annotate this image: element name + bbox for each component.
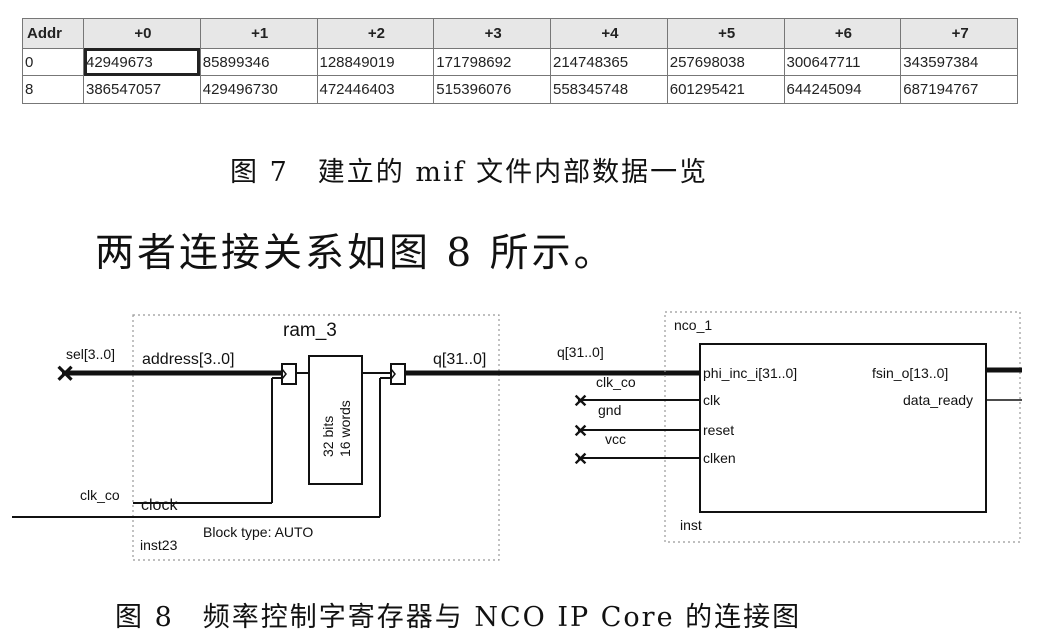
ram-core [308,355,363,485]
q-bus-label: q[31..0] [557,344,604,360]
nco-block-outline [664,311,1021,543]
figure-7-caption: 图 7 建立的 mif 文件内部数据一览 [230,157,709,188]
nco-port-clk: clk [703,392,721,408]
table-cell[interactable]: 343597384 [900,47,1018,77]
clk-co-nco-label: clk_co [596,374,636,390]
table-row: 8 386547057 429496730 472446403 51539607… [22,75,1018,104]
sel-signal-label: sel[3..0] [66,346,115,362]
column-header: +4 [550,18,668,49]
table-header-row: Addr +0 +1 +2 +3 +4 +5 +6 +7 [22,18,1018,49]
ram-core-line1: 32 bits [320,416,336,457]
nco-port-clken: clken [703,450,736,466]
figure-8-caption: 图 8 频率控制字寄存器与 NCO IP Core 的连接图 [115,602,802,633]
clk-co-ram-label: clk_co [80,487,120,503]
ram-title: ram_3 [283,320,337,341]
mif-data-table: Addr +0 +1 +2 +3 +4 +5 +6 +7 0 42949673 … [22,18,1018,104]
ram-instance-name: inst23 [140,537,178,553]
row-address: 0 [22,47,84,77]
nco-instance-name: inst [680,517,702,533]
table-cell[interactable]: 687194767 [900,75,1018,104]
address-register [281,363,297,385]
nco-port-phi: phi_inc_i[31..0] [703,365,797,381]
column-header: +6 [783,18,902,49]
column-header-addr: Addr [22,18,84,49]
ram-port-address: address[3..0] [142,351,235,368]
table-cell[interactable]: 214748365 [550,47,668,77]
table-cell[interactable]: 558345748 [550,75,668,104]
table-cell[interactable]: 515396076 [433,75,551,104]
table-cell[interactable]: 386547057 [83,75,201,104]
table-cell[interactable]: 601295421 [666,75,785,104]
table-cell[interactable]: 171798692 [433,47,551,77]
table-cell[interactable]: 472446403 [316,75,435,104]
table-row: 0 42949673 85899346 128849019 171798692 … [22,47,1018,77]
output-register [390,363,406,385]
nco-title: nco_1 [674,317,712,333]
table-cell[interactable]: 128849019 [316,47,435,77]
clken-x-marker: ✕ [573,449,588,469]
table-cell[interactable]: 429496730 [199,75,318,104]
table-cell[interactable]: 257698038 [666,47,785,77]
table-cell[interactable]: 300647711 [783,47,902,77]
ram-port-clock: clock [141,497,178,514]
table-cell[interactable]: 85899346 [199,47,318,77]
nco-port-reset: reset [703,422,734,438]
ram-core-line2: 16 words [337,400,353,457]
vcc-label: vcc [605,431,626,447]
column-header: +2 [316,18,435,49]
column-header: +7 [900,18,1018,49]
connection-diagram: ram_3 ✕ sel[3..0] address[3..0] 32 bits … [12,311,1022,561]
reset-x-marker: ✕ [573,421,588,441]
gnd-label: gnd [598,402,621,418]
nco-port-fsin: fsin_o[13..0] [872,365,948,381]
nco-core [699,343,987,513]
column-header: +0 [83,18,201,49]
table-cell[interactable]: 644245094 [783,75,902,104]
clk-x-marker: ✕ [573,391,588,411]
row-address: 8 [22,75,84,104]
column-header: +1 [199,18,318,49]
column-header: +3 [433,18,551,49]
nco-port-data-ready: data_ready [903,392,973,408]
column-header: +5 [666,18,785,49]
ram-port-q: q[31..0] [433,351,486,368]
body-paragraph: 两者连接关系如图 8 所示。 [95,231,616,276]
sel-x-marker: ✕ [55,361,75,388]
ram-block-type: Block type: AUTO [203,524,313,540]
table-cell-selected[interactable]: 42949673 [83,47,201,77]
